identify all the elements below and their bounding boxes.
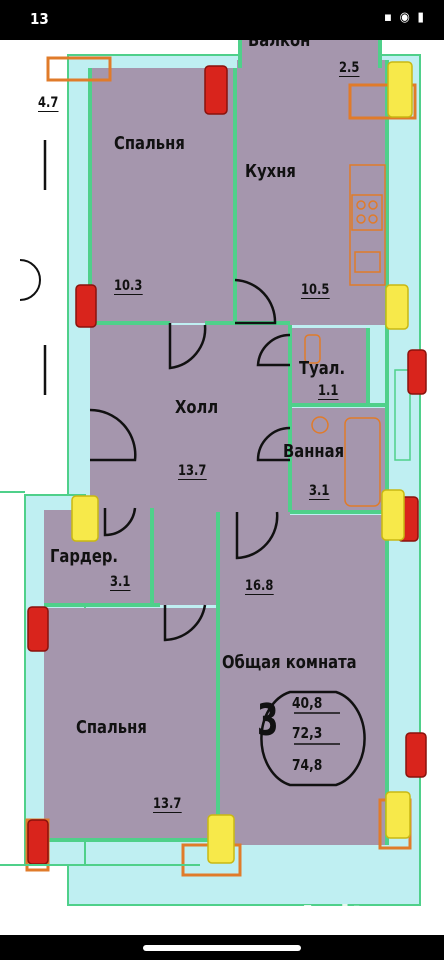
room-area-bathroom: 3.1 [309,483,330,500]
yellow-marker [385,284,409,330]
rooms-count: 3 [257,695,279,746]
total-area-with-balcony: 74,8 [292,756,323,774]
home-indicator[interactable] [143,945,301,951]
bedroom2-room [44,608,219,838]
red-marker [407,349,427,395]
room-name-hall: Холл [175,397,219,418]
room-area-balcony: 2.5 [339,60,360,77]
living-room [220,515,388,845]
room-name-wardrobe: Гардер. [50,546,119,567]
bathroom-room [290,408,385,513]
total-area: 72,3 [292,724,323,742]
red-marker [75,284,97,328]
living-area-total: 40,8 [292,694,323,712]
room-area-bedroom2: 13.7 [153,796,182,813]
status-icons: ▪ ◉ ▮ [384,10,426,25]
yellow-marker [381,489,405,541]
yellow-marker [207,814,235,864]
red-marker [204,65,228,115]
yellow-marker [385,791,411,839]
neighbor-area: 4.7 [38,95,59,112]
red-marker [27,819,49,865]
room-area-kitchen: 10.5 [301,282,330,299]
room-area-wardrobe: 3.1 [110,574,131,591]
area-summary-badge [260,690,366,787]
room-area-living: 16.8 [245,578,274,595]
yellow-marker [71,495,99,542]
room-area-bedroom1: 10.3 [114,278,143,295]
status-time: 13 [30,10,49,28]
room-name-toilet: Туал. [299,358,346,379]
room-name-bathroom: Ванная [283,441,345,462]
toilet-room [290,328,368,404]
red-marker [405,732,427,778]
red-marker [27,606,49,652]
status-bar: 13 ▪ ◉ ▮ [0,0,444,40]
room-area-toilet: 1.1 [318,383,339,400]
yellow-marker [387,61,413,118]
kitchen-room [237,60,387,325]
room-name-living: Общая комната [222,652,357,673]
avito-watermark: Avito [296,900,388,935]
room-name-kitchen: Кухня [245,161,296,182]
room-name-bedroom2: Спальня [76,717,147,738]
room-area-hall: 13.7 [178,463,207,480]
room-name-bedroom1: Спальня [114,133,185,154]
